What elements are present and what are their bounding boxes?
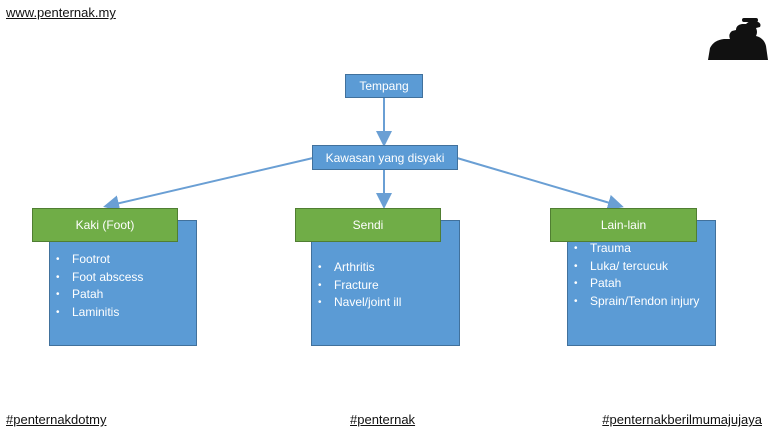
list-item: Fracture <box>312 277 459 295</box>
category-kaki-title: Kaki (Foot) <box>32 208 178 242</box>
list-item: Sprain/Tendon injury <box>568 293 709 311</box>
hashtag-left[interactable]: #penternakdotmy <box>6 412 107 427</box>
website-url[interactable]: www.penternak.my <box>6 5 116 20</box>
list-item: Patah <box>50 286 196 304</box>
hashtag-center[interactable]: #penternak <box>350 412 416 427</box>
category-sendi-title: Sendi <box>295 208 441 242</box>
area-node: Kawasan yang disyaki <box>312 145 458 170</box>
category-lain-lain-title: Lain-lain <box>550 208 697 242</box>
list-item: Arthritis <box>312 259 459 277</box>
arrow-to-lain-lain <box>456 157 624 211</box>
arrow-to-kaki <box>103 157 314 212</box>
list-item: Laminitis <box>50 304 196 322</box>
list-item: Navel/joint ill <box>312 294 459 312</box>
list-item: Foot abscess <box>50 269 196 287</box>
person-silhouette-icon <box>708 18 768 60</box>
list-item: Patah <box>568 275 709 293</box>
list-item: Footrot <box>50 251 196 269</box>
category-lain-lain-list: Trauma Luka/ tercucuk Patah Sprain/Tendo… <box>568 221 715 310</box>
hashtag-right[interactable]: #penternakberilmumajujaya <box>602 412 762 427</box>
list-item: Trauma <box>568 240 709 258</box>
category-kaki-list: Footrot Foot abscess Patah Laminitis <box>50 221 196 321</box>
root-node: Tempang <box>345 74 423 98</box>
list-item: Luka/ tercucuk <box>568 258 709 276</box>
category-sendi-list: Arthritis Fracture Navel/joint ill <box>312 221 459 312</box>
